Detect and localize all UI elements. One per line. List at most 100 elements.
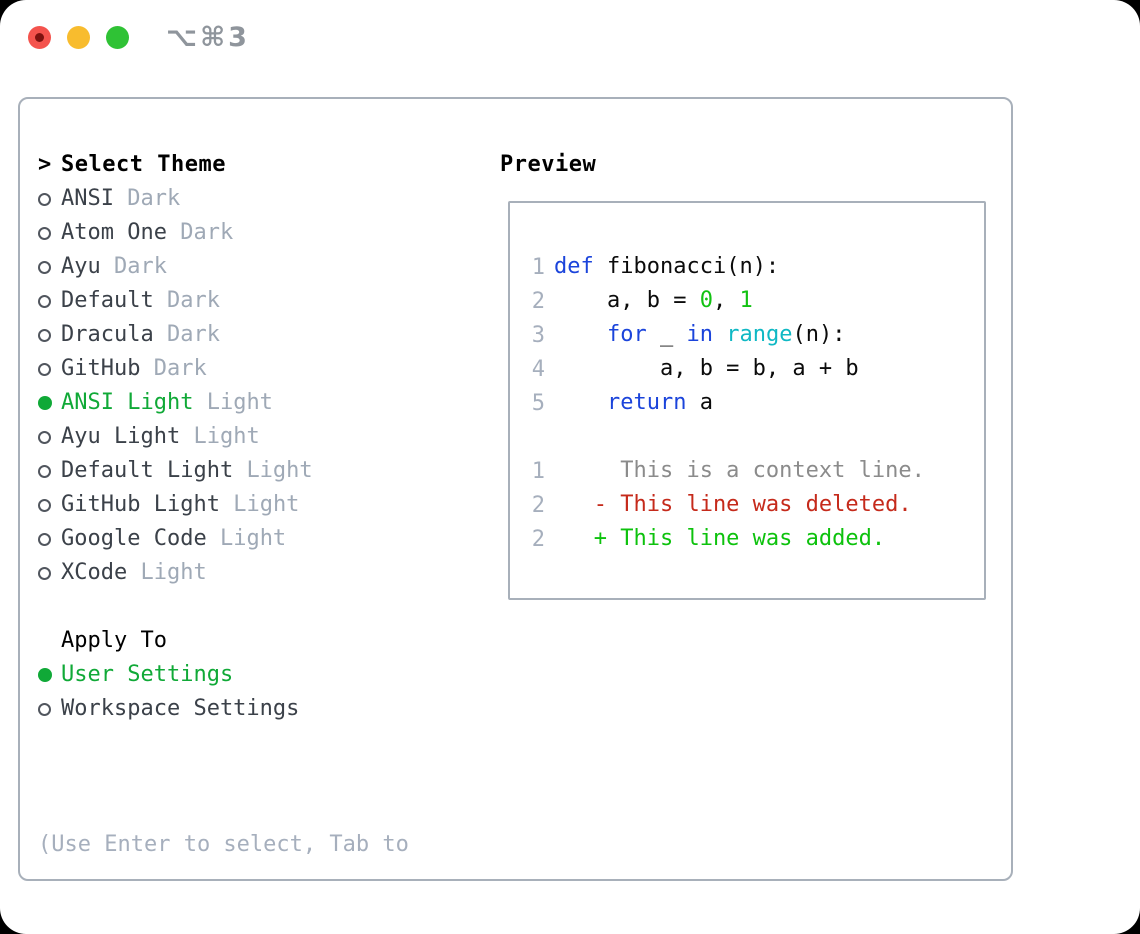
theme-name: XCode (61, 560, 128, 585)
theme-list-item[interactable]: Dracula Dark (38, 318, 500, 352)
code-line: 2 - This line was deleted. (531, 488, 984, 522)
radio-icon (38, 260, 61, 274)
radio-icon (38, 430, 61, 444)
theme-list-item[interactable]: ANSI Dark (38, 182, 500, 216)
radio-icon (38, 566, 61, 580)
radio-icon (38, 328, 61, 342)
help-line-2: change focus) (38, 930, 500, 934)
line-content: + This line was added. (554, 526, 886, 551)
help-text: (Use Enter to select, Tab to change focu… (38, 760, 500, 934)
theme-badge: Light (206, 390, 273, 415)
preview-column: Preview 1 def fibonacci(n): 2 a, b = 0, … (500, 148, 1011, 879)
theme-name: Google Code (61, 526, 207, 551)
line-number: 2 (531, 526, 545, 552)
radio-icon (38, 396, 61, 410)
code-line: 1 def fibonacci(n): (531, 250, 984, 284)
theme-name: Dracula (61, 322, 154, 347)
line-content: a, b = b, a + b (554, 356, 859, 381)
theme-badge: Dark (127, 186, 181, 211)
radio-icon (38, 362, 61, 376)
radio-icon (38, 498, 61, 512)
theme-name: GitHub Light (61, 492, 220, 517)
help-line-1: (Use Enter to select, Tab to (38, 832, 409, 857)
radio-icon (38, 668, 61, 682)
line-number: 2 (531, 288, 545, 314)
apply-to-list: User Settings Workspace Settings (38, 658, 500, 726)
close-button[interactable] (28, 26, 51, 49)
code-preview: 1 def fibonacci(n): 2 a, b = 0, 1 3 for … (531, 250, 984, 556)
apply-to-header: Apply To (38, 624, 500, 658)
apply-to-option[interactable]: User Settings (38, 658, 500, 692)
line-number: 1 (531, 458, 545, 484)
theme-badge: Light (193, 424, 260, 449)
theme-badge: Dark (166, 322, 220, 347)
theme-list-item[interactable]: Default Light Light (38, 454, 500, 488)
theme-list-item[interactable]: Ayu Dark (38, 250, 500, 284)
gap (38, 726, 500, 760)
preview-label: Preview (500, 152, 597, 177)
apply-to-option[interactable]: Workspace Settings (38, 692, 500, 726)
line-content: - This line was deleted. (554, 492, 912, 517)
code-line (531, 420, 984, 454)
radio-icon (38, 226, 61, 240)
line-content: def fibonacci(n): (554, 254, 780, 279)
radio-icon (38, 702, 61, 716)
apply-to-label: Apply To (61, 628, 167, 653)
theme-list-item[interactable]: GitHub Light Light (38, 488, 500, 522)
theme-name: ANSI Light (61, 390, 194, 415)
zoom-button[interactable] (106, 26, 129, 49)
line-number: 1 (531, 254, 545, 280)
theme-name: ANSI (61, 186, 114, 211)
theme-badge: Dark (153, 356, 207, 381)
code-line: 2 a, b = 0, 1 (531, 284, 984, 318)
line-content: This is a context line. (554, 458, 925, 483)
code-line: 3 for _ in range(n): (531, 318, 984, 352)
traffic-lights (28, 26, 129, 49)
theme-list-item[interactable]: Default Dark (38, 284, 500, 318)
theme-badge: Dark (180, 220, 234, 245)
theme-name: Default Light (61, 458, 234, 483)
line-number: 2 (531, 492, 545, 518)
line-content: a, b = 0, 1 (554, 288, 753, 313)
theme-list-item[interactable]: Google Code Light (38, 522, 500, 556)
theme-badge: Light (233, 492, 300, 517)
theme-picker-panel: > Select Theme ANSI Dark Atom One Dark A… (18, 97, 1013, 881)
theme-list-item[interactable]: Ayu Light Light (38, 420, 500, 454)
titlebar: ⌥⌘3 (0, 0, 1140, 97)
select-theme-label: Select Theme (61, 152, 226, 177)
code-line: 4 a, b = b, a + b (531, 352, 984, 386)
theme-name: GitHub (61, 356, 141, 381)
gap (38, 590, 500, 624)
theme-list-item[interactable]: XCode Light (38, 556, 500, 590)
option-label: Workspace Settings (61, 696, 300, 721)
radio-icon (38, 294, 61, 308)
theme-badge: Light (140, 560, 207, 585)
theme-name: Atom One (61, 220, 167, 245)
theme-badge: Dark (114, 254, 167, 279)
theme-list-item[interactable]: Atom One Dark (38, 216, 500, 250)
code-line: 1 This is a context line. (531, 454, 984, 488)
code-line: 5 return a (531, 386, 984, 420)
minimize-button[interactable] (67, 26, 90, 49)
option-label: User Settings (61, 662, 234, 687)
line-number: 3 (531, 322, 545, 348)
theme-badge: Light (246, 458, 313, 483)
theme-badge: Dark (166, 288, 220, 313)
theme-name: Default (61, 288, 154, 313)
preview-box: 1 def fibonacci(n): 2 a, b = 0, 1 3 for … (508, 201, 986, 600)
theme-list: ANSI Dark Atom One Dark Ayu Dark Default… (38, 182, 500, 590)
theme-badge: Light (219, 526, 287, 551)
radio-icon (38, 192, 61, 206)
theme-list-item[interactable]: GitHub Dark (38, 352, 500, 386)
theme-list-item[interactable]: ANSI Light Light (38, 386, 500, 420)
line-number: 5 (531, 390, 545, 416)
prompt-caret-icon: > (38, 152, 52, 177)
line-number: 4 (531, 356, 545, 382)
window-title-shortcut: ⌥⌘3 (166, 22, 250, 53)
code-line: 2 + This line was added. (531, 522, 984, 556)
line-content: return a (606, 390, 713, 415)
radio-icon (38, 532, 61, 546)
record-dot-icon (35, 33, 44, 42)
select-theme-header: > Select Theme (38, 148, 500, 182)
